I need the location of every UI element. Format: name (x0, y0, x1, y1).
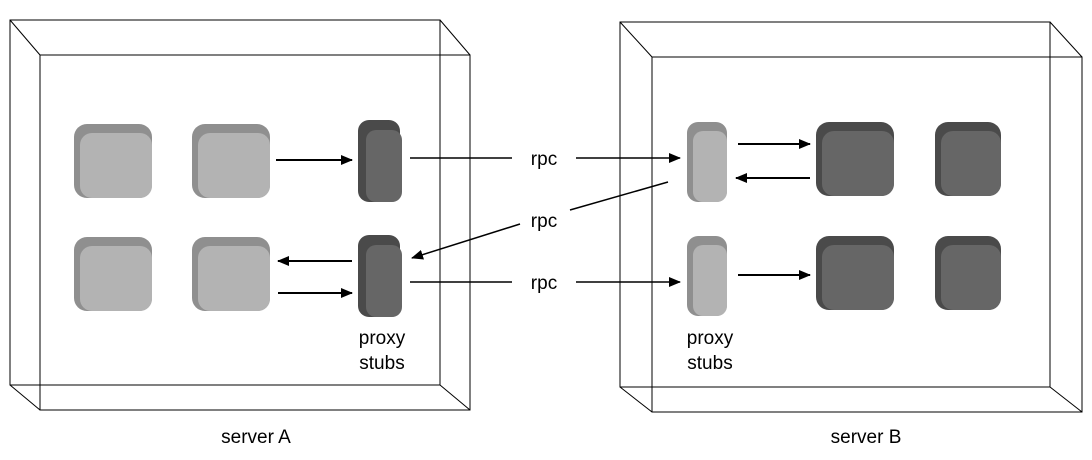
rpc-connection-3: rpc (410, 273, 681, 294)
server-b-proxy-1 (687, 122, 727, 202)
rpc-connection-2: rpc (411, 181, 669, 260)
server-a-object-4 (192, 237, 270, 311)
server-a-object-2 (192, 124, 270, 198)
server-a-proxy-label-line2: stubs (359, 353, 404, 374)
server-a-proxy-2 (358, 235, 402, 317)
server-b-proxy-label-line2: stubs (687, 353, 732, 374)
rpc-label-1: rpc (531, 149, 557, 170)
server-b-proxy-2 (687, 236, 727, 316)
rpc-label-3: rpc (531, 273, 557, 294)
server-a-frame (9, 19, 471, 411)
server-a-proxy-1 (358, 120, 402, 202)
server-b-object-2 (935, 122, 1001, 196)
server-a-object-3 (74, 237, 152, 311)
server-b-frame (619, 21, 1083, 413)
rpc-label-2: rpc (531, 211, 557, 232)
server-b-object-4 (935, 236, 1001, 310)
server-a-label: server A (221, 427, 291, 448)
server-a-proxy-label-line1: proxy (359, 328, 406, 349)
server-b-label: server B (831, 427, 902, 448)
server-b-proxy-label-line1: proxy (687, 328, 734, 349)
server-b-object-1 (816, 122, 894, 196)
rpc-connection-1: rpc (410, 149, 681, 170)
server-b-object-3 (816, 236, 894, 310)
server-a-object-1 (74, 124, 152, 198)
